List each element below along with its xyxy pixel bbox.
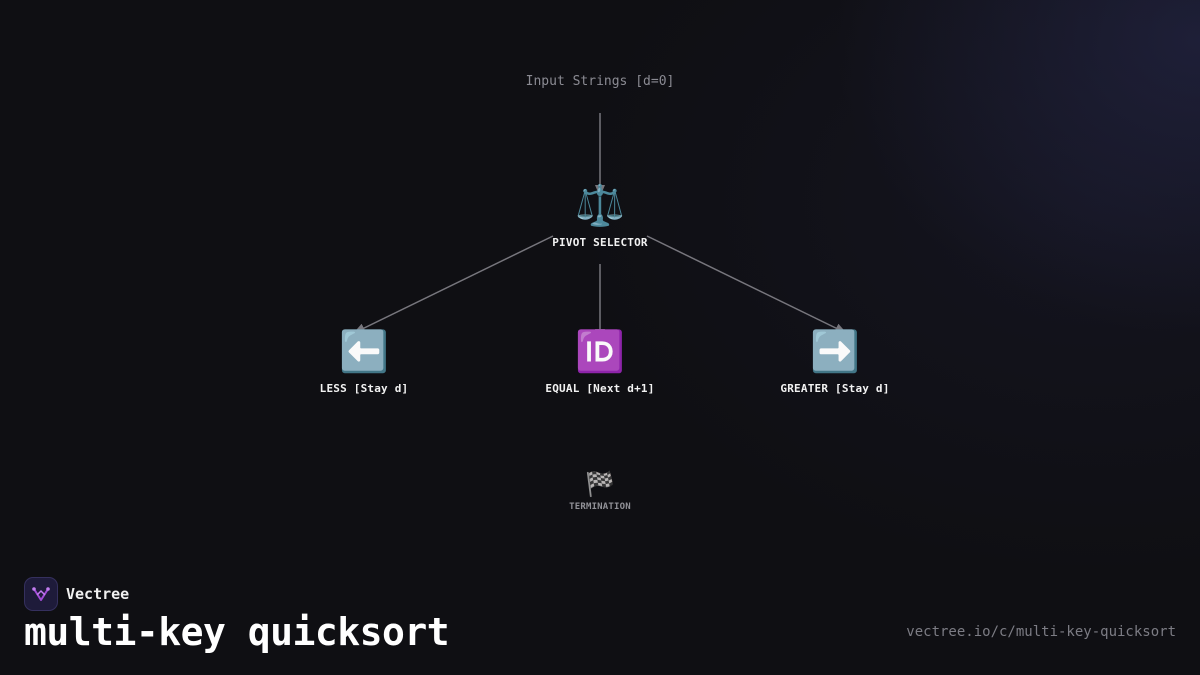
termination-node: 🏁 TERMINATION [569, 472, 631, 512]
left-arrow-icon: ⬅️ [339, 329, 389, 375]
equal-node: 🆔 EQUAL [Next d+1] [545, 332, 654, 395]
vectree-logo-mark [32, 587, 50, 601]
greater-label: GREATER [Stay d] [780, 382, 890, 395]
less-node: ⬅️ LESS [Stay d] [320, 332, 409, 395]
brand-name: Vectree [66, 585, 130, 603]
checkered-flag-icon: 🏁 [585, 470, 615, 498]
termination-label: TERMINATION [569, 502, 631, 512]
id-button-icon: 🆔 [575, 329, 625, 375]
balance-scale-icon: ⚖️ [575, 183, 625, 229]
pivot-selector-node: ⚖️ PIVOT SELECTOR [552, 186, 648, 249]
pivot-selector-label: PIVOT SELECTOR [552, 236, 648, 249]
brand: Vectree [24, 577, 129, 611]
right-arrow-icon: ➡️ [810, 329, 860, 375]
page-title: multi-key quicksort [24, 610, 450, 654]
less-label: LESS [Stay d] [319, 382, 409, 395]
greater-node: ➡️ GREATER [Stay d] [780, 332, 889, 395]
edge-pivot-to-less [353, 235, 554, 334]
equal-label: EQUAL [Next d+1] [545, 382, 655, 395]
edge-pivot-to-greater [646, 235, 847, 334]
vectree-logo-icon [24, 577, 58, 611]
input-strings-label: Input Strings [d=0] [525, 74, 675, 89]
page-url[interactable]: vectree.io/c/multi-key-quicksort [906, 624, 1176, 640]
